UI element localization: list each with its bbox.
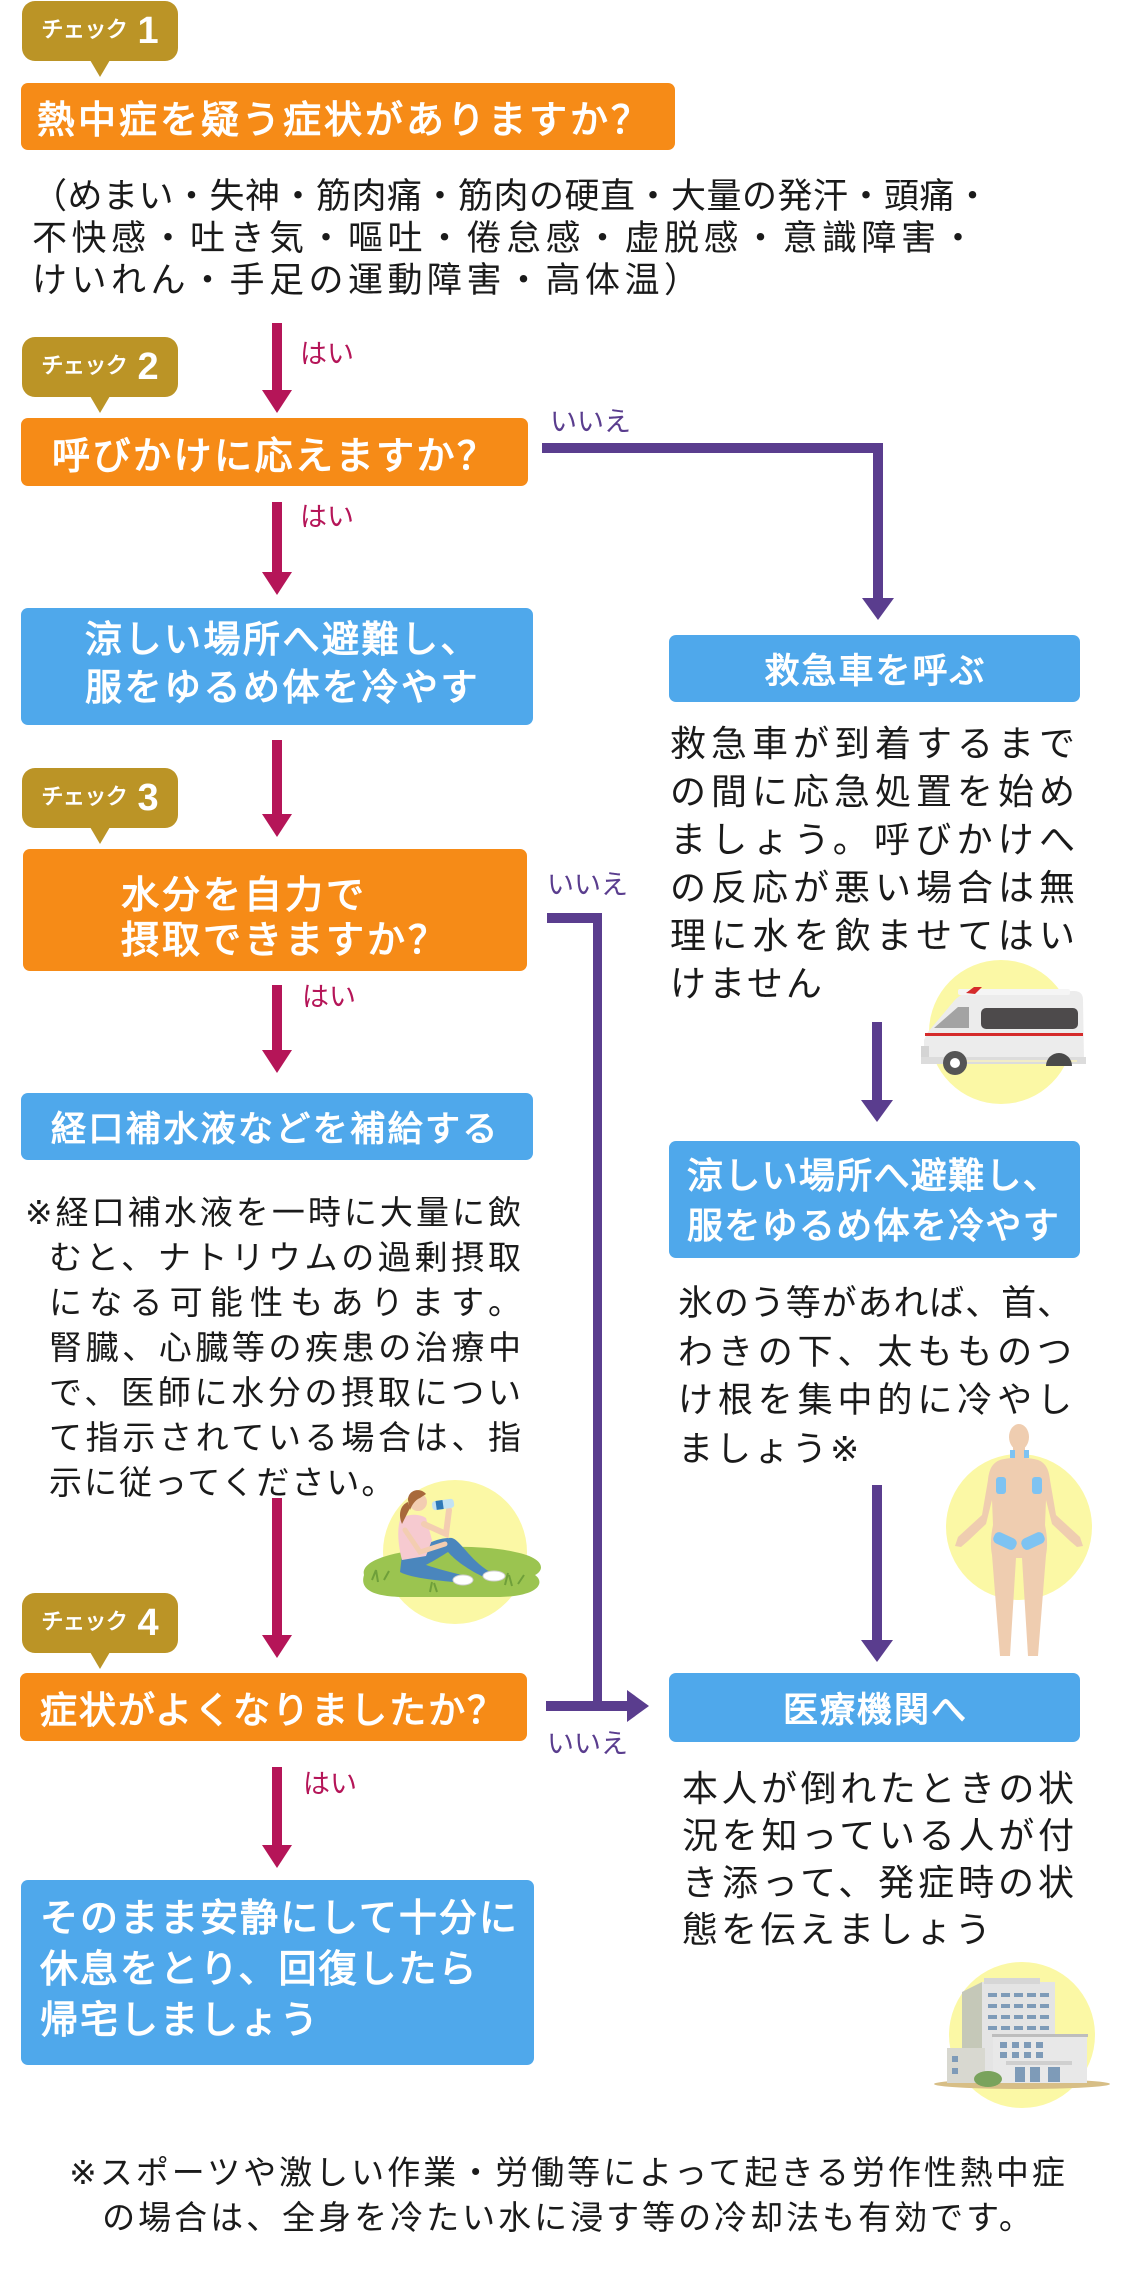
move-to-cool-place-box: 涼しい場所へ避難し、 服をゆるめ体を冷やす bbox=[21, 608, 533, 725]
yes-arrow-check2 bbox=[262, 502, 292, 595]
check2-question: 呼びかけに応えますか？ bbox=[52, 433, 498, 478]
check1-badge-label: チェック bbox=[41, 18, 128, 43]
text-line: 救急車が到着するまで bbox=[670, 724, 1078, 765]
arrow-to-check3 bbox=[262, 740, 292, 837]
medical-facility-instructions: 本人が倒れたときの状 況を知っている人が付 き添って、発症時の状 態を伝えましょ… bbox=[682, 1766, 1077, 1954]
ambulance-illustration bbox=[921, 960, 1086, 1104]
yes-label: はい bbox=[302, 982, 356, 1013]
check2-question-box: 呼びかけに応えますか？ bbox=[21, 418, 528, 486]
note-line: て指示されている場合は、指 bbox=[49, 1418, 523, 1457]
medical-facility-box: 医療機関へ bbox=[669, 1673, 1080, 1742]
symptom-list: （めまい・失神・筋肉痛・筋肉の硬直・大量の発汗・頭痛・ 不快感・吐き気・嘔吐・倦… bbox=[32, 176, 991, 302]
text-line: ましょう。呼びかけへ bbox=[670, 820, 1078, 861]
check1-badge-number: 1 bbox=[137, 10, 159, 52]
note-line: むと、ナトリウムの過剰摂取 bbox=[49, 1238, 523, 1277]
check4-badge-number: 4 bbox=[137, 1602, 159, 1644]
oral-rehydration-title: 経口補水液などを補給する bbox=[51, 1110, 500, 1150]
text-line: き添って、発症時の状 bbox=[682, 1863, 1077, 1904]
no-arrow-check2 bbox=[542, 443, 894, 620]
check2-badge: チェック 2 bbox=[22, 337, 178, 413]
note-line: 腎臓、心臓等の疾患の治療中 bbox=[49, 1328, 524, 1367]
yes-label: はい bbox=[303, 1769, 357, 1800]
check1-badge: チェック 1 bbox=[22, 1, 178, 77]
call-ambulance-instructions: 救急車が到着するまで の間に応急処置を始め ましょう。呼びかけへ の反応が悪い場… bbox=[670, 721, 1078, 1009]
footer-note: ※スポーツや激しい作業・労働等によって起きる労作性熱中症 の場合は、全身を冷たい… bbox=[0, 2150, 1134, 2240]
call-ambulance-box: 救急車を呼ぶ bbox=[669, 635, 1080, 702]
note-line: で、医師に水分の摂取につい bbox=[49, 1373, 523, 1412]
no-arrow-check4 bbox=[546, 1690, 649, 1722]
action-line: 帰宅しましょう bbox=[40, 1997, 321, 2042]
right-move-to-cool-place-box: 涼しい場所へ避難し、 服をゆるめ体を冷やす bbox=[669, 1141, 1080, 1258]
check2-badge-number: 2 bbox=[137, 346, 159, 388]
no-connector-check3 bbox=[547, 913, 602, 1711]
action-line: 休息をとり、回復したら bbox=[40, 1946, 479, 1991]
symptom-line: 不快感・吐き気・嘔吐・倦怠感・虚脱感・意識障害・ bbox=[32, 219, 981, 259]
action-line: そのまま安静にして十分に bbox=[40, 1895, 519, 1940]
check4-question: 症状がよくなりましたか？ bbox=[40, 1689, 507, 1732]
note-line: ※経口補水液を一時に大量に飲 bbox=[25, 1193, 523, 1232]
check4-badge: チェック 4 bbox=[22, 1593, 178, 1669]
check4-badge-label: チェック bbox=[41, 1610, 128, 1635]
text-line: 況を知っている人が付 bbox=[682, 1816, 1077, 1857]
person-drinking-water-illustration bbox=[363, 1480, 541, 1624]
action-line: 服をゆるめ体を冷やす bbox=[687, 1206, 1061, 1247]
rest-and-recover-box: そのまま安静にして十分に 休息をとり、回復したら 帰宅しましょう bbox=[21, 1880, 534, 2065]
yes-label: はい bbox=[300, 502, 354, 533]
arrow-ambulance-to-cooling bbox=[861, 1022, 893, 1122]
yes-arrow-check3 bbox=[262, 985, 292, 1073]
hospital-building-illustration bbox=[934, 1962, 1110, 2108]
oral-rehydration-box: 経口補水液などを補給する bbox=[21, 1093, 533, 1160]
text-line: ましょう※ bbox=[678, 1429, 863, 1470]
yes-arrow-check4 bbox=[262, 1767, 292, 1868]
no-label: いいえ bbox=[547, 1729, 628, 1760]
footer-note-line: ※スポーツや激しい作業・労働等によって起きる労作性熱中症 bbox=[69, 2153, 1068, 2192]
cooling-instructions: 氷のう等があれば、首、 わきの下、太もものつ け根を集中的に冷やし ましょう※ bbox=[678, 1280, 1072, 1474]
text-line: けません bbox=[670, 964, 825, 1005]
check3-badge-number: 3 bbox=[137, 777, 159, 819]
text-line: 本人が倒れたときの状 bbox=[682, 1769, 1077, 1810]
check3-badge-label: チェック bbox=[41, 785, 128, 810]
check2-badge-label: チェック bbox=[41, 354, 128, 379]
yes-label: はい bbox=[300, 339, 354, 370]
check3-question-box: 水分を自力で 摂取できますか？ bbox=[23, 849, 527, 971]
action-line: 服をゆるめ体を冷やす bbox=[85, 666, 480, 709]
no-label: いいえ bbox=[550, 407, 631, 438]
text-line: け根を集中的に冷やし bbox=[678, 1381, 1072, 1421]
arrow-cooling-to-hospital bbox=[861, 1485, 893, 1662]
no-label: いいえ bbox=[547, 870, 628, 901]
check3-question-line: 水分を自力で bbox=[121, 872, 368, 917]
text-line: わきの下、太もものつ bbox=[678, 1332, 1072, 1373]
medical-facility-title: 医療機関へ bbox=[782, 1691, 968, 1731]
note-line: 示に従ってください。 bbox=[49, 1463, 397, 1502]
call-ambulance-title: 救急車を呼ぶ bbox=[764, 652, 987, 692]
footer-note-line: の場合は、全身を冷たい水に浸す等の冷却法も有効です。 bbox=[102, 2198, 1035, 2237]
yes-arrow-check1 bbox=[262, 323, 292, 413]
text-line: 氷のう等があれば、首、 bbox=[678, 1284, 1072, 1324]
check3-question-line: 摂取できますか？ bbox=[121, 917, 450, 962]
check3-badge: チェック 3 bbox=[22, 768, 178, 844]
action-line: 涼しい場所へ避難し、 bbox=[687, 1156, 1061, 1197]
body-ice-pack-illustration bbox=[946, 1424, 1092, 1656]
arrow-to-check4 bbox=[262, 1498, 292, 1658]
text-line: 理に水を飲ませてはい bbox=[670, 916, 1078, 957]
text-line: 態を伝えましょう bbox=[682, 1910, 995, 1951]
symptom-line: （めまい・失神・筋肉痛・筋肉の硬直・大量の発汗・頭痛・ bbox=[32, 177, 991, 217]
action-line: 涼しい場所へ避難し、 bbox=[85, 618, 480, 661]
note-line: になる可能性もあります。 bbox=[49, 1283, 523, 1322]
check4-question-box: 症状がよくなりましたか？ bbox=[20, 1673, 527, 1741]
check1-question-box: 熱中症を疑う症状がありますか？ bbox=[21, 83, 675, 150]
check1-question: 熱中症を疑う症状がありますか？ bbox=[37, 98, 653, 142]
oral-rehydration-note: ※経口補水液を一時に大量に飲 むと、ナトリウムの過剰摂取 になる可能性もあります… bbox=[25, 1190, 524, 1505]
symptom-line: けいれん・手足の運動障害・高体温） bbox=[32, 261, 704, 301]
text-line: の反応が悪い場合は無 bbox=[670, 868, 1078, 909]
text-line: の間に応急処置を始め bbox=[670, 772, 1078, 813]
